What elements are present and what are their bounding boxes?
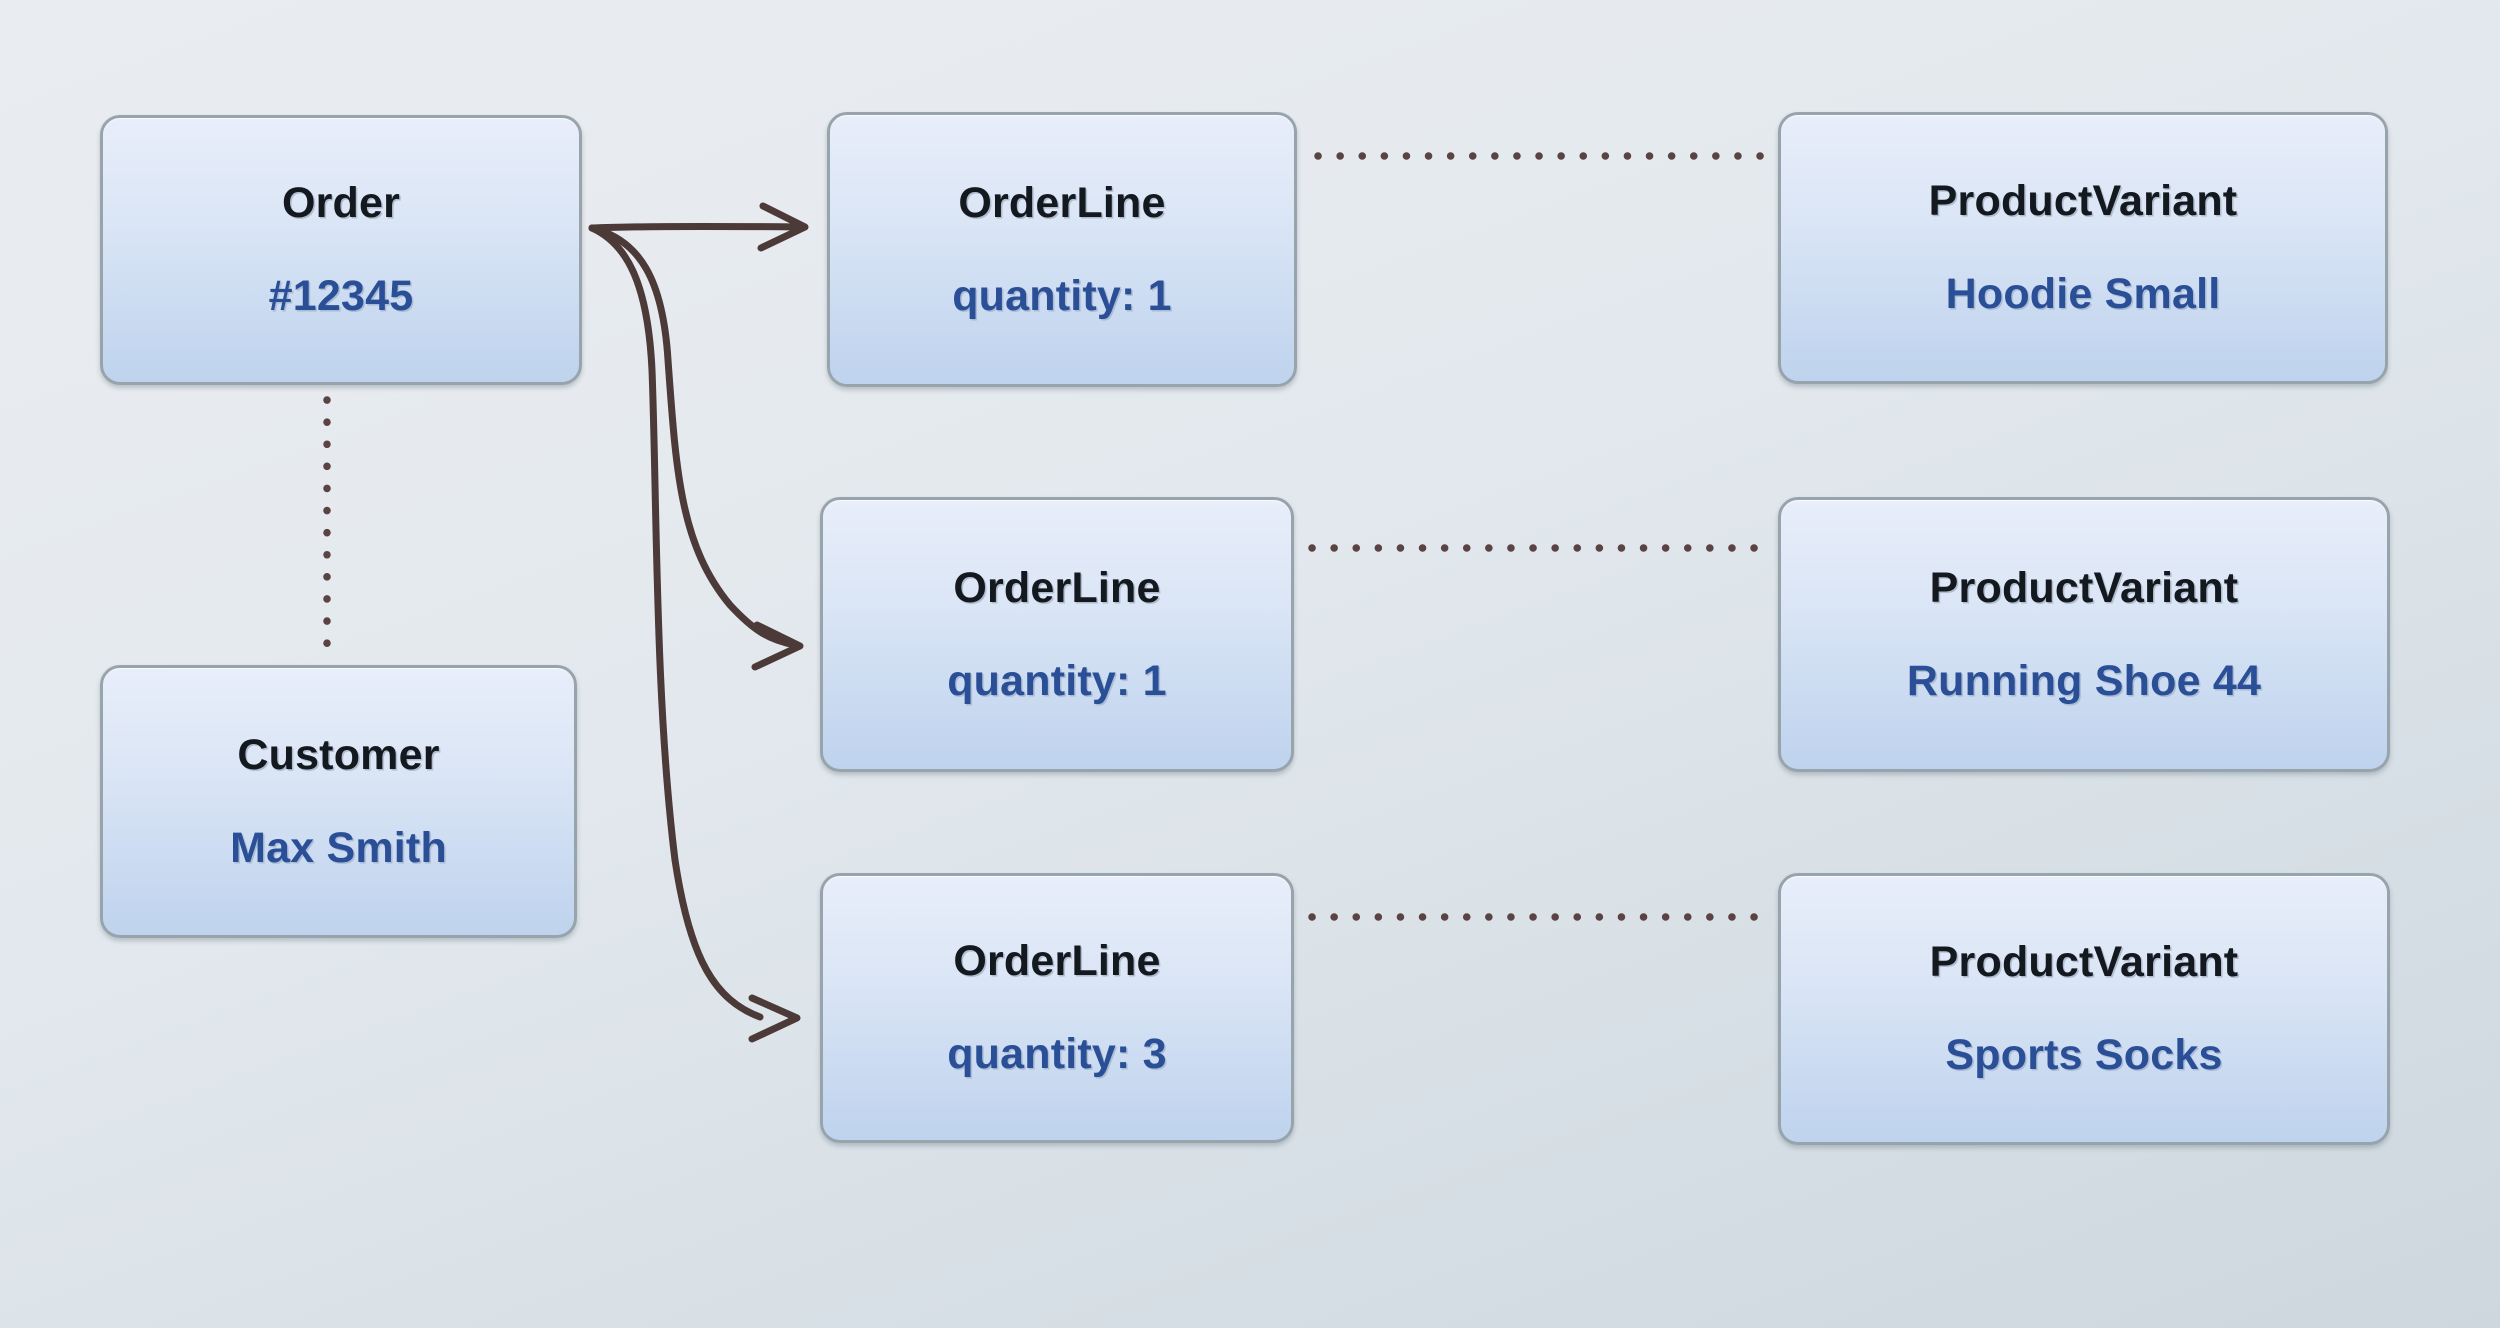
node-customer-subtitle: Max Smith: [230, 823, 447, 872]
node-productvariant-3-subtitle: Sports Socks: [1945, 1031, 2223, 1079]
node-orderline-2-title: OrderLine: [953, 563, 1161, 612]
node-order[interactable]: Order #12345: [100, 115, 582, 385]
arrow-order-to-orderline-3: [588, 224, 764, 1021]
node-orderline-2[interactable]: OrderLine quantity: 1: [820, 497, 1294, 772]
node-orderline-2-subtitle: quantity: 1: [947, 656, 1167, 705]
node-orderline-1-title: OrderLine: [958, 178, 1166, 227]
node-orderline-3-subtitle: quantity: 3: [947, 1030, 1167, 1078]
node-customer-title: Customer: [237, 730, 440, 779]
node-productvariant-1[interactable]: ProductVariant Hoodie Small: [1778, 112, 2388, 384]
node-customer[interactable]: Customer Max Smith: [100, 665, 577, 938]
node-productvariant-2-title: ProductVariant: [1929, 563, 2239, 612]
node-orderline-1[interactable]: OrderLine quantity: 1: [827, 112, 1297, 387]
node-productvariant-3-title: ProductVariant: [1929, 938, 2239, 986]
node-orderline-3[interactable]: OrderLine quantity: 3: [820, 873, 1294, 1143]
node-productvariant-1-subtitle: Hoodie Small: [1945, 270, 2221, 318]
node-productvariant-2-subtitle: Running Shoe 44: [1906, 656, 2262, 705]
arrowhead-orderline-1: [757, 202, 809, 252]
arrowhead-orderline-2: [751, 621, 804, 671]
arrowhead-orderline-3: [748, 994, 801, 1043]
node-orderline-3-title: OrderLine: [953, 937, 1161, 985]
node-order-subtitle: #12345: [268, 272, 414, 320]
arrow-order-to-orderline-1: [588, 222, 804, 232]
node-orderline-1-subtitle: quantity: 1: [952, 271, 1172, 320]
arrow-order-to-orderline-2: [588, 224, 799, 649]
node-productvariant-1-title: ProductVariant: [1928, 177, 2238, 225]
node-order-title: Order: [281, 179, 401, 227]
node-productvariant-3[interactable]: ProductVariant Sports Socks: [1778, 873, 2390, 1145]
node-productvariant-2[interactable]: ProductVariant Running Shoe 44: [1778, 497, 2390, 772]
